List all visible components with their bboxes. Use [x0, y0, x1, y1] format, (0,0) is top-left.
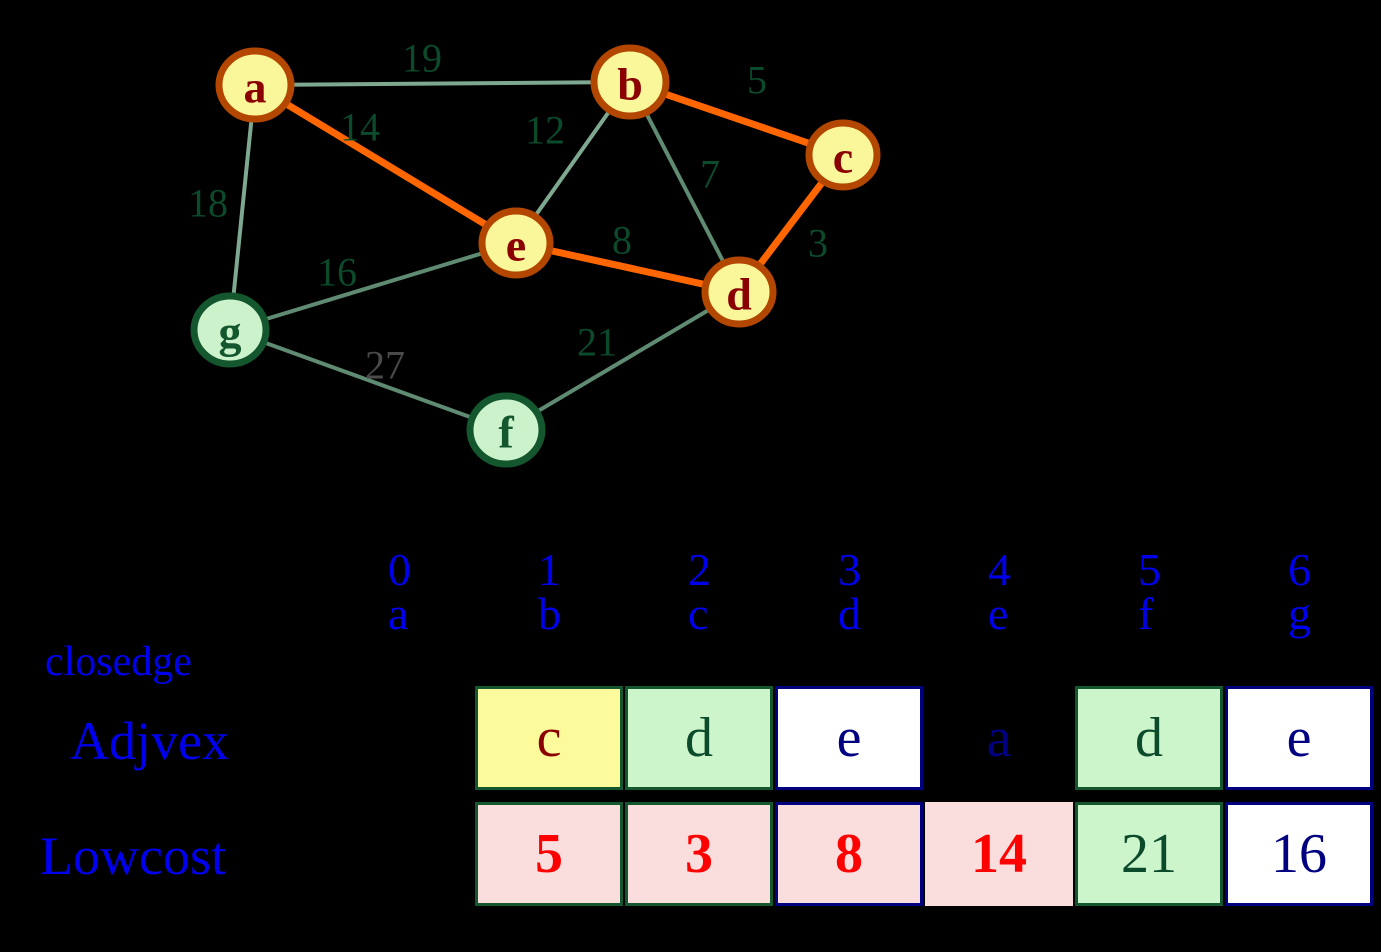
column-vertex-c: c — [688, 588, 709, 639]
edge-e-d — [512, 239, 743, 296]
edge-weight-e-g: 16 — [317, 250, 357, 295]
edge-weight-a-e: 14 — [340, 105, 380, 150]
adjvex-cell-6[interactable]: e — [1225, 686, 1373, 790]
graph-node-g[interactable] — [190, 292, 270, 368]
edge-d-f — [504, 290, 741, 432]
graph-node-label-d: d — [726, 269, 752, 320]
graph-node-d[interactable] — [701, 256, 777, 328]
edge-weight-d-f: 21 — [577, 320, 617, 365]
adjvex-row-label: Adjvex — [70, 711, 229, 771]
edge-b-d — [628, 80, 741, 294]
edge-e-g — [228, 241, 518, 332]
graph-node-label-a: a — [244, 62, 267, 113]
lowcost-cell-3[interactable]: 8 — [775, 802, 923, 906]
column-index-c: 2 — [688, 544, 711, 595]
graph-node-label-c: c — [833, 132, 853, 183]
edge-g-f — [228, 328, 508, 432]
lowcost-cell-2[interactable]: 3 — [625, 802, 773, 906]
column-index-b: 1 — [538, 544, 561, 595]
graph-node-a[interactable] — [215, 47, 295, 123]
edge-weight-g-f: 27 — [365, 343, 405, 388]
lowcost-cell-5[interactable]: 21 — [1075, 802, 1223, 906]
edge-a-b — [253, 80, 632, 87]
edge-a-e — [251, 81, 520, 247]
edge-weight-a-g: 18 — [188, 181, 228, 226]
edge-weight-e-d: 8 — [612, 218, 632, 263]
closedge-title: closedge — [45, 639, 192, 685]
graph-node-c[interactable] — [805, 119, 881, 191]
column-index-f: 5 — [1138, 544, 1161, 595]
adjvex-cell-5[interactable]: d — [1075, 686, 1223, 790]
column-vertex-d: d — [838, 588, 861, 639]
column-index-e: 4 — [988, 544, 1011, 595]
edge-weight-b-c: 5 — [747, 58, 767, 103]
lowcost-cell-4[interactable]: 14 — [925, 802, 1073, 906]
column-index-a: 0 — [388, 544, 411, 595]
lowcost-row-label: Lowcost — [40, 826, 226, 886]
adjvex-cell-4[interactable]: a — [986, 707, 1012, 769]
edge-weight-b-d: 7 — [700, 152, 720, 197]
column-vertex-b: b — [538, 588, 561, 639]
graph-node-label-f: f — [498, 407, 514, 458]
graph-canvas: 19 14 18 12 5 7 3 8 16 27 21 a b c d e f g — [188, 36, 881, 468]
graph-node-label-g: g — [219, 307, 242, 358]
adjvex-cell-2[interactable]: d — [625, 686, 773, 790]
adjvex-cell-1[interactable]: c — [475, 686, 623, 790]
column-index-d: 3 — [838, 544, 861, 595]
edge-weight-b-e: 12 — [525, 108, 565, 153]
graph-node-label-e: e — [506, 220, 526, 271]
lowcost-cell-1[interactable]: 5 — [475, 802, 623, 906]
column-vertex-e: e — [988, 588, 1009, 639]
column-vertex-f: f — [1138, 588, 1154, 639]
lowcost-cell-6[interactable]: 16 — [1225, 802, 1373, 906]
graph-node-label-b: b — [617, 59, 643, 110]
edge-weight-a-b: 19 — [402, 36, 442, 81]
graph-node-b[interactable] — [590, 44, 670, 120]
edge-a-g — [228, 83, 257, 332]
graph-node-f[interactable] — [466, 392, 546, 468]
edge-weight-c-d: 3 — [808, 221, 828, 266]
graph-node-e[interactable] — [478, 207, 554, 279]
edge-labels-group: 19 14 18 12 5 7 3 8 16 27 21 — [188, 36, 828, 388]
column-vertex-a: a — [388, 588, 409, 639]
column-vertex-g: g — [1288, 588, 1311, 639]
adjvex-cell-3[interactable]: e — [775, 686, 923, 790]
node-circles-group: a b c d e f g — [190, 44, 881, 468]
column-index-g: 6 — [1288, 544, 1311, 595]
